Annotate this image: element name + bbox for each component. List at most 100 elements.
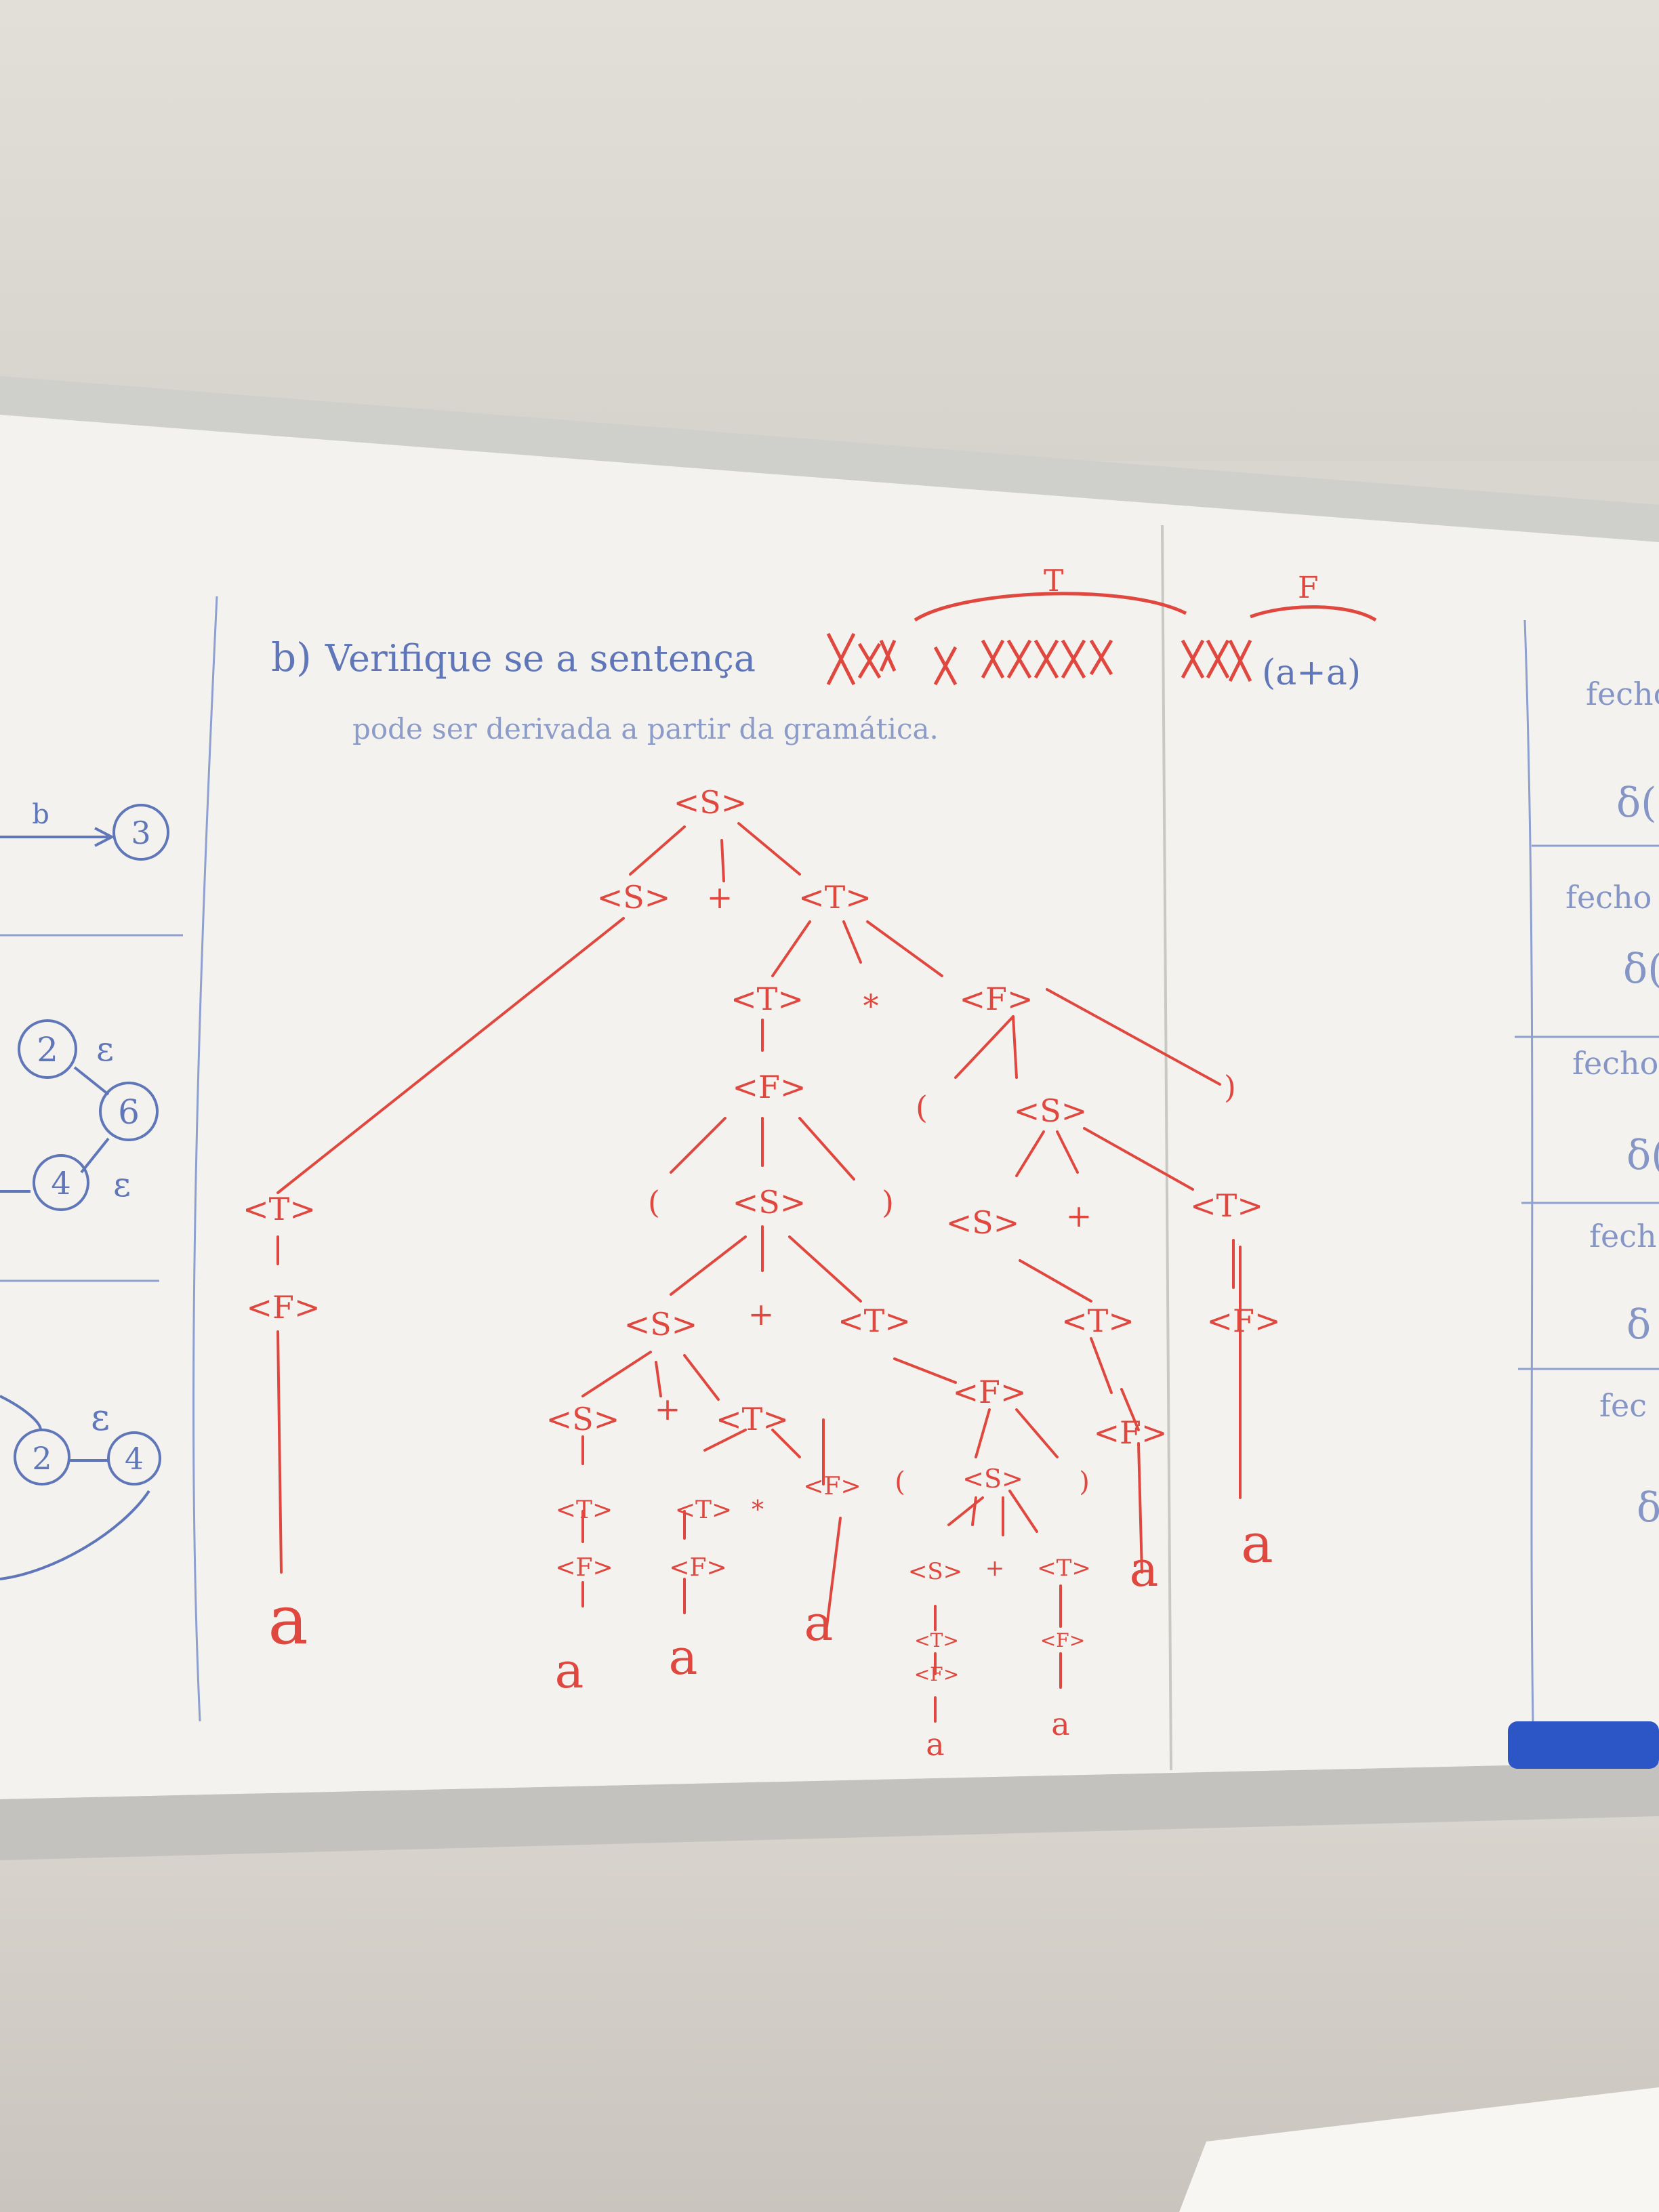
closure-label: fecho [1565,879,1652,916]
brace-T-label: T [1044,564,1063,598]
tree-node-S: <S> [597,879,671,916]
tree-node-lparen: ( [916,1089,928,1126]
tree-node-T: <T> [243,1191,316,1227]
tree-root: <S> [674,784,747,821]
brace-F-arc [1250,605,1377,622]
problem-label: b) [271,634,312,680]
state-2-circle [18,1019,77,1079]
brace-F-label: F [1298,571,1319,605]
closure-label: fech [1589,1218,1657,1254]
tree-node-F: <F> [1040,1629,1085,1652]
tree-node-S: <S> [908,1558,962,1585]
state-4b-circle [107,1431,161,1486]
parse-tree-leaves: a a a a a a a a [268,1512,1273,1763]
tree-node-S: <S> [733,1184,806,1221]
sentence-tail: (a+a) [1262,653,1361,693]
brace-T-arc [914,592,1187,622]
tree-node-T: <T> [1061,1303,1134,1339]
problem-statement: b) Verifique se a sentença pode ser deri… [271,634,1361,745]
epsilon-label: ε [96,1029,114,1069]
delta-label: δ( [1616,779,1657,827]
left-automaton [0,804,169,1580]
board-frame-top [0,376,1659,542]
tree-node-S: <S> [546,1401,620,1437]
tree-node-F: <F> [1093,1414,1167,1451]
problem-line2: pode ser derivada a partir da gramática. [352,712,939,745]
blue-dividers [0,596,1659,1722]
tree-node-S: <S> [946,1204,1020,1241]
tree-node-rparen: ) [1224,1069,1236,1105]
state-label-2: 2 [37,1030,58,1069]
tree-node-F: <F> [1206,1303,1280,1339]
leaf-a: a [1241,1512,1273,1575]
tree-node-lparen: ( [895,1467,905,1498]
tree-node-T: <T> [914,1629,959,1652]
tree-node-S: <S> [1014,1092,1088,1129]
board-surface [0,415,1659,1799]
closure-label: fecho [1586,676,1659,712]
state-4-circle [33,1154,89,1211]
tree-node-T: <T> [675,1496,732,1524]
crossed-sentence [826,592,1377,686]
wall-top [0,0,1659,461]
tree-node-F: <F> [803,1473,861,1500]
leaf-a: a [669,1629,698,1685]
tree-node-F: <F> [669,1554,726,1582]
paper-sheet [1179,2087,1659,2212]
leaf-a: a [804,1595,834,1652]
tree-node-T: <T> [1190,1187,1263,1224]
parse-tree-edges [276,822,1242,1723]
tree-node-star: * [863,987,879,1024]
transition-label-b: b [32,799,49,830]
parse-tree-nodes: <S> <S> + <T> <T> * <F> <F> ( <S> ) ( <S… [243,784,1280,1685]
tree-node-F: <F> [555,1554,613,1582]
tree-node-plus: + [1066,1197,1092,1234]
state-6-circle [99,1082,159,1141]
state-label-4: 4 [51,1165,70,1202]
problem-line1: Verifique se a sentença [325,637,756,680]
tree-node-T: <T> [716,1401,789,1437]
leaf-a: a [1051,1706,1069,1742]
tree-node-rparen: ) [1079,1467,1090,1498]
epsilon-label: ε [113,1165,131,1204]
tree-node-F: <F> [732,1069,806,1105]
tree-node-T: <T> [556,1496,613,1524]
state-label-2: 2 [32,1440,52,1477]
tree-node-plus: + [655,1391,681,1427]
leaf-a: a [268,1580,308,1660]
tree-node-F: <F> [959,981,1033,1017]
board-seam [1161,525,1172,1771]
eraser [1508,1721,1659,1769]
tree-node-S: <S> [962,1464,1023,1494]
tree-node-F: <F> [914,1663,959,1685]
state-label-3: 3 [131,815,150,851]
tree-node-plus: + [707,879,733,916]
tree-node-F: <F> [952,1374,1026,1410]
delta-label: δ [1626,1301,1651,1349]
tree-node-plus: + [748,1296,775,1332]
tree-node-T: <T> [731,981,804,1017]
closure-label: fecho [1572,1045,1658,1082]
right-panel-notes: fecho δ( fecho δ( fecho δ( fech δ fec δ [1565,676,1659,1532]
state-3-circle [112,804,169,861]
leaf-a: a [1130,1540,1159,1597]
tree-node-F: <F> [246,1289,320,1326]
tree-node-lparen: ( [648,1184,660,1221]
tree-node-rparen: ) [882,1184,894,1221]
tree-node-plus: + [985,1555,1005,1582]
leaf-a: a [555,1642,584,1699]
tree-node-T: <T> [798,879,872,916]
epsilon-label: ε [91,1396,110,1439]
tree-node-star: * [752,1496,764,1524]
tree-node-T: <T> [838,1303,911,1339]
delta-label: δ( [1626,1132,1659,1179]
closure-label: fec [1599,1387,1647,1424]
state-label-6: 6 [118,1092,140,1132]
left-automaton-labels: b 3 2 ε 6 4 ε 2 ε 4 [32,799,150,1477]
delta-label: δ [1637,1484,1659,1532]
delta-label: δ( [1623,945,1659,993]
leaf-a: a [926,1726,944,1763]
board-frame-bottom [0,1762,1659,1860]
tree-node-T: <T> [1037,1555,1091,1582]
